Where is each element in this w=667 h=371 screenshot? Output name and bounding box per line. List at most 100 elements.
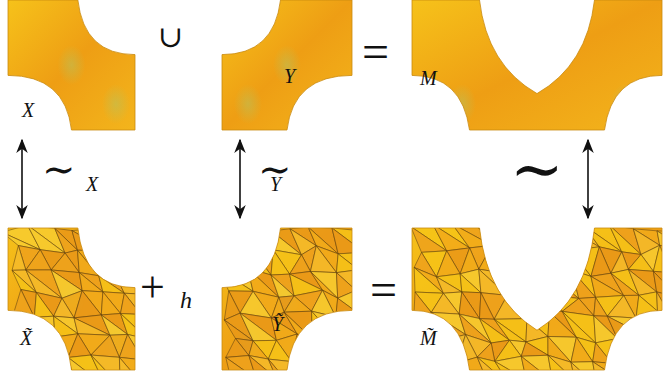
mesh-triangle <box>337 335 359 359</box>
mesh-triangle <box>548 274 578 299</box>
surface-node: X̃ <box>8 228 135 370</box>
equivalence-symbol: ∼ <box>510 138 564 202</box>
mesh-triangle <box>521 267 551 295</box>
mesh-triangle <box>495 228 534 254</box>
surface-outline <box>8 0 135 130</box>
mesh-triangle <box>445 335 465 364</box>
mesh-triangle <box>357 312 385 339</box>
mesh-triangle <box>434 340 456 363</box>
mesh-triangle <box>495 361 526 371</box>
operator-symbol: = <box>362 28 389 76</box>
mesh-triangle <box>218 269 253 291</box>
mesh-triangle <box>434 355 461 371</box>
shading-spot <box>319 322 347 362</box>
mesh-triangle <box>120 229 153 254</box>
mesh-triangle <box>225 231 256 255</box>
surface-node: M <box>412 0 662 130</box>
mesh-triangle <box>414 292 431 313</box>
mesh-triangle <box>271 250 290 275</box>
surface-fill <box>412 0 662 130</box>
mesh-triangle <box>549 295 562 311</box>
mesh-triangle <box>452 224 492 248</box>
mesh-triangle <box>617 334 642 362</box>
mesh-triangle <box>143 360 171 371</box>
surface-node: M̃ <box>412 228 662 370</box>
mesh-triangle <box>539 231 571 250</box>
surface-fill <box>8 0 135 130</box>
mesh-triangle <box>336 312 359 335</box>
mesh-triangle <box>521 254 548 274</box>
mesh-triangle <box>530 294 551 311</box>
mesh-triangle <box>109 251 128 270</box>
mesh-triangle <box>313 339 337 360</box>
mesh-triangle <box>653 245 667 272</box>
surface-node: X <box>8 0 135 130</box>
mesh-triangle <box>91 335 119 357</box>
mesh-triangle <box>548 270 578 298</box>
shading-spot <box>273 45 301 85</box>
mesh-triangle <box>336 298 357 317</box>
mesh-triangle <box>521 228 555 251</box>
mesh-triangle <box>436 251 460 277</box>
mesh-triangle <box>607 295 636 318</box>
mesh-triangle <box>521 342 548 356</box>
mesh-triangle <box>68 334 91 358</box>
mesh-triangle <box>101 292 120 315</box>
surface-fill <box>222 0 352 130</box>
shading-spot <box>102 84 130 124</box>
mesh-triangle <box>534 250 554 273</box>
mesh-triangle <box>99 228 128 250</box>
mesh-triangle <box>503 248 534 267</box>
mesh-triangle <box>336 254 358 273</box>
mesh-triangle <box>359 335 385 363</box>
mesh-triangle <box>144 225 169 248</box>
mesh-triangle <box>312 311 337 339</box>
mesh-triangle <box>337 339 358 360</box>
mesh-triangle <box>120 293 141 314</box>
mesh-triangle <box>243 232 273 255</box>
mesh-triangle <box>629 355 665 371</box>
mesh-triangle <box>629 362 665 371</box>
mesh-triangle <box>35 358 56 371</box>
mesh-triangle <box>33 337 55 358</box>
surface-outline <box>222 228 352 370</box>
mesh-triangle <box>113 251 141 272</box>
surface-label: M <box>420 68 437 88</box>
mesh-triangle <box>521 267 551 295</box>
mesh-triangle <box>502 267 530 294</box>
mesh-triangle <box>243 231 273 250</box>
mesh-triangle <box>310 246 336 273</box>
surface-node: Ỹ <box>222 228 352 370</box>
mesh-triangle <box>494 319 526 342</box>
mesh-triangle <box>119 334 142 359</box>
mesh-triangle <box>335 360 367 371</box>
mesh-triangle <box>248 255 271 275</box>
surface-outline <box>412 0 662 130</box>
mesh-triangle <box>612 363 638 371</box>
mesh-triangle <box>292 334 314 362</box>
mesh-triangle <box>654 355 667 371</box>
surface-label: X <box>22 100 34 120</box>
mesh-triangle <box>337 359 367 371</box>
mesh-triangle <box>539 226 571 250</box>
mesh-triangle <box>292 362 324 371</box>
mesh-triangle <box>91 355 120 371</box>
mesh-triangle <box>332 228 365 254</box>
mesh-triangle <box>79 273 103 292</box>
mesh-triangle <box>479 269 507 295</box>
subscript-label: h <box>180 288 192 312</box>
mesh-triangle <box>284 296 311 312</box>
equivalence-arrow <box>239 140 241 218</box>
mesh-triangle <box>77 250 109 276</box>
mesh-triangle <box>628 255 653 272</box>
mesh-triangle <box>233 254 256 268</box>
mesh-triangle <box>119 357 144 371</box>
mesh-triangle <box>654 335 667 356</box>
subscript-label: X <box>86 174 98 194</box>
mesh-triangle <box>240 313 276 341</box>
mesh-triangle <box>408 355 441 371</box>
mesh-triangle <box>594 297 608 316</box>
mesh-triangle <box>292 356 324 371</box>
surface-node: Y <box>222 0 352 130</box>
mesh-triangle <box>268 340 291 361</box>
